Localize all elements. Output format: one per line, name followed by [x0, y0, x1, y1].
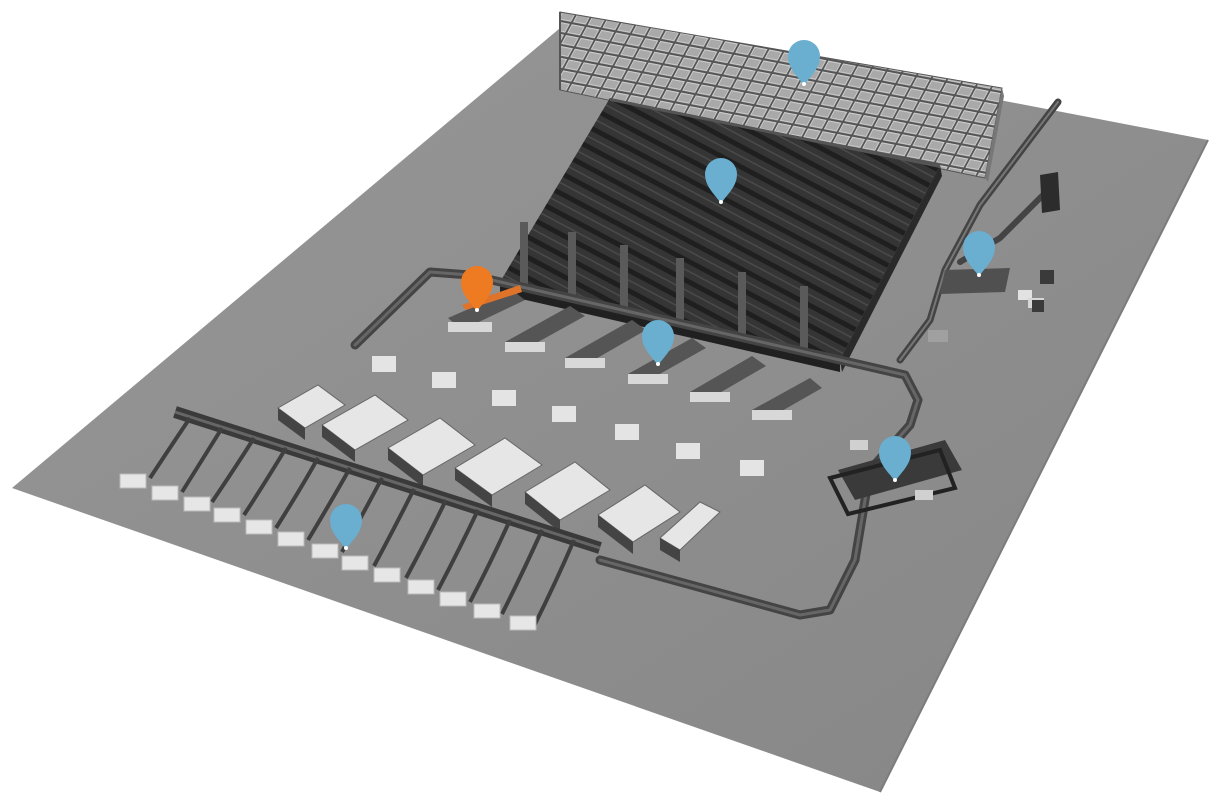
pallet-staging — [277, 384, 721, 562]
floor-edge — [879, 139, 1209, 793]
location-pin-icon[interactable] — [330, 504, 362, 550]
pin-tip-dot — [719, 200, 723, 204]
asrs-block — [500, 98, 942, 372]
pin-body — [879, 436, 911, 482]
picking-station — [565, 320, 646, 368]
pin-body — [461, 266, 493, 312]
pin-tip-dot — [977, 273, 981, 277]
pin-body — [963, 231, 995, 277]
pallet-block — [659, 501, 721, 562]
map-markers — [330, 40, 995, 550]
pallet-block — [524, 461, 611, 532]
pallet-block — [321, 394, 409, 462]
pallet-block — [597, 484, 681, 554]
picking-station — [690, 356, 766, 402]
pin-tip-dot — [344, 546, 348, 550]
pallet-rack-storage — [559, 11, 1004, 182]
location-pin-icon[interactable] — [642, 320, 674, 366]
pallet-block — [277, 384, 346, 440]
pallet-block — [387, 417, 476, 487]
picking-station — [628, 338, 706, 384]
location-pin-icon[interactable] — [963, 231, 995, 277]
pin-tip-dot — [893, 478, 897, 482]
pin-tip-dot — [656, 362, 660, 366]
pin-body — [788, 40, 820, 86]
location-pin-icon[interactable] — [705, 158, 737, 204]
picking-station — [505, 306, 585, 352]
picking-station — [752, 378, 822, 420]
location-pin-icon[interactable] — [879, 436, 911, 482]
pin-body — [330, 504, 362, 550]
pin-tip-dot — [475, 308, 479, 312]
pallet-block — [454, 437, 543, 507]
pin-body — [642, 320, 674, 366]
loading-dock — [928, 172, 1060, 342]
location-pin-icon[interactable] — [461, 266, 493, 312]
pin-body — [705, 158, 737, 204]
location-pin-icon[interactable] — [788, 40, 820, 86]
shipping-chutes — [119, 406, 602, 631]
pin-tip-dot — [802, 82, 806, 86]
